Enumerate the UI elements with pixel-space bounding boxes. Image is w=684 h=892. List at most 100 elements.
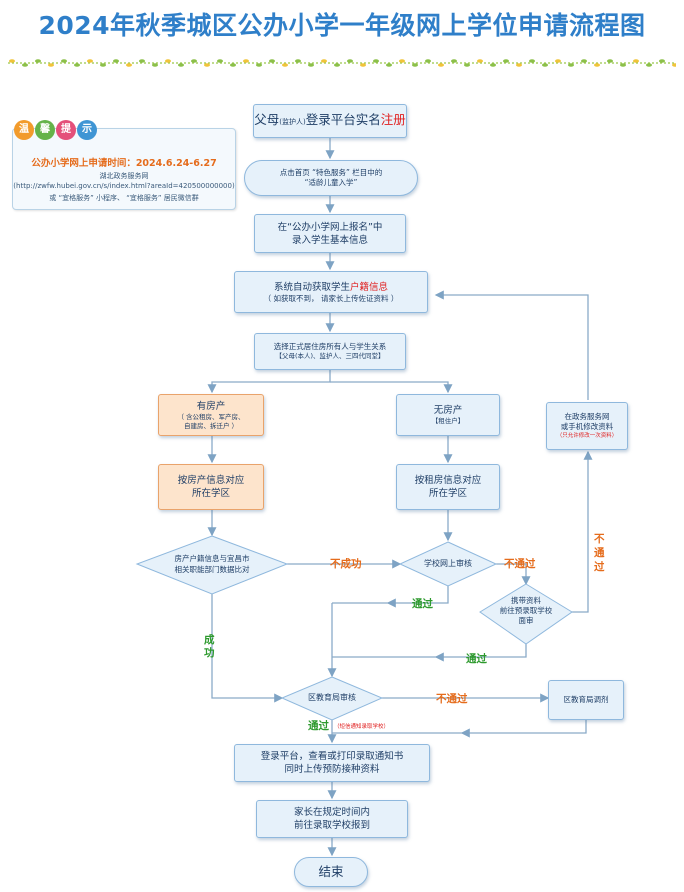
vine-leaf xyxy=(633,59,639,63)
vine-leaf xyxy=(594,63,600,67)
register-mid: 登录平台实名 xyxy=(305,112,381,127)
print-box: 登录平台，查看或打印录取通知书 同时上传预防接种资料 xyxy=(234,744,430,782)
edge-success-1: 成 xyxy=(204,634,215,646)
vine-leaf xyxy=(243,59,249,63)
edge-reject-modify: 不 通 过 xyxy=(594,532,605,574)
vine-leaf xyxy=(22,63,28,67)
bureau-review-label: 区教育局审核 xyxy=(308,693,356,702)
arrow-modify-auto xyxy=(434,290,589,400)
bureau-review-diamond xyxy=(280,676,384,721)
interview-line-3: 面审 xyxy=(518,616,534,625)
vine-leaf xyxy=(360,63,366,67)
vine-leaf xyxy=(607,59,613,63)
vine-leaf xyxy=(269,59,275,63)
register-small: (监护人) xyxy=(279,118,306,126)
edge-pass-bureau: 通过 xyxy=(308,720,329,732)
vine-leaf xyxy=(256,63,262,67)
arrow-school-pass xyxy=(386,586,449,608)
vine-leaf xyxy=(334,63,340,67)
house-line-1: （ 含公租房、军产房、 xyxy=(177,412,245,421)
vine-leaf xyxy=(490,63,496,67)
auto-red: 户籍信息 xyxy=(350,281,389,293)
report-line-1: 家长在规定时间内 xyxy=(293,807,370,818)
match-rent-line-1: 按租房信息对应 xyxy=(414,475,482,486)
vine-leaf xyxy=(321,59,327,63)
modify-line-1: 在政务服务网 xyxy=(564,411,610,421)
page-title: 2024年秋季城区公办小学一年级网上学位申请流程图 xyxy=(38,11,646,40)
vine-leaf xyxy=(48,63,54,67)
vine-leaf xyxy=(308,63,314,67)
tip-line-2: (http://zwfw.hubei.gov.cn/s/index.html?a… xyxy=(13,182,235,190)
school-review-label: 学校网上审核 xyxy=(424,559,472,568)
vine-leaf xyxy=(282,63,288,67)
vine-leaf xyxy=(204,63,210,67)
auto-line-2: （ 如获取不到， 请家长上传佐证资料 ） xyxy=(263,293,399,303)
tip-box: 公办小学网上申请时间：2024.6.24-6.27 湖北政务服务网 (http:… xyxy=(12,128,236,210)
vine-leaf xyxy=(100,63,106,67)
enter-line-1: 在“公办小学网上报名”中 xyxy=(277,221,383,233)
select-line-2: 【父母(本人)、监护人、三四代同堂】 xyxy=(275,352,385,360)
register-red: 注册 xyxy=(380,112,406,127)
edge-reject-school: 不通过 xyxy=(504,558,536,570)
enter-line-2: 录入学生基本信息 xyxy=(291,234,368,246)
vine-leaf xyxy=(464,63,470,67)
nohouse-title: 无房产 xyxy=(433,405,463,416)
register-box: 父母(监护人)登录平台实名注册 xyxy=(253,104,407,138)
nohouse-line-1: 【租住户】 xyxy=(431,417,465,425)
vine-leaf xyxy=(217,59,223,63)
vine-leaf xyxy=(581,59,587,63)
arrow-select-nohouse xyxy=(330,381,453,394)
vine-leaf xyxy=(178,63,184,67)
vine-leaf xyxy=(295,59,301,63)
interview-line-1: 携带资料 xyxy=(511,596,541,605)
edge-reject-bureau: 不通过 xyxy=(436,693,468,705)
edge-fail: 不成功 xyxy=(330,558,362,570)
bureau-adjust-line-1: 区教育局调剂 xyxy=(563,695,609,704)
print-line-2: 同时上传预防接种资料 xyxy=(284,764,380,775)
vine-leaf xyxy=(373,59,379,63)
edge-reject-modify-3: 过 xyxy=(594,561,605,573)
vine-leaf xyxy=(503,59,509,63)
report-box: 家长在规定时间内 前往录取学校报到 xyxy=(256,800,408,838)
tip-badge: 示 xyxy=(77,120,97,140)
end-box: 结束 xyxy=(294,857,368,887)
arrow-school-reject xyxy=(496,563,531,586)
tip-time: 公办小学网上申请时间：2024.6.24-6.27 xyxy=(31,158,217,169)
vine-leaf xyxy=(451,59,457,63)
school-review-diamond xyxy=(398,541,498,587)
vine-leaf xyxy=(139,59,145,63)
vine-leaf xyxy=(555,59,561,63)
vine-leaf xyxy=(620,63,626,67)
vine-leaf xyxy=(659,59,665,63)
house-title: 有房产 xyxy=(196,400,226,412)
vine-leaf xyxy=(191,59,197,63)
vine-leaf xyxy=(87,59,93,63)
vine-leaf xyxy=(438,63,444,67)
vine-leaf xyxy=(477,59,483,63)
edge-pass-interview: 通过 xyxy=(466,653,487,665)
vine-leaf xyxy=(9,59,15,63)
tip-line-1: 湖北政务服务网 xyxy=(99,172,149,180)
vine-leaf xyxy=(529,59,535,63)
tip-badge: 温 xyxy=(14,120,34,140)
enter-box: 在“公办小学网上报名”中 录入学生基本信息 xyxy=(254,214,406,253)
arrow-compare-success xyxy=(211,594,284,703)
print-line-1: 登录平台，查看或打印录取通知书 xyxy=(260,751,404,762)
match-house-box: 按房产信息对应 所在学区 xyxy=(158,464,264,510)
compare-label: 房产户籍信息与宜昌市 相关职能部门数据比对 xyxy=(146,553,278,575)
house-line-2: 自建房、拆迁户 ） xyxy=(183,421,239,430)
match-house-line-1: 按房产信息对应 xyxy=(177,475,245,486)
vine-leaf xyxy=(386,63,392,67)
register-pre: 父母 xyxy=(254,112,280,127)
modify-line-2: 或手机修改资料 xyxy=(560,421,614,431)
bureau-adjust-box: 区教育局调剂 xyxy=(548,680,624,720)
tip-badge: 提 xyxy=(56,120,76,140)
match-rent-box: 按租房信息对应 所在学区 xyxy=(396,464,500,510)
home-box: 点击首页 “特色服务” 栏目中的 “适龄儿童入学” xyxy=(244,160,418,196)
vine-leaf xyxy=(516,63,522,67)
vine-leaf xyxy=(672,63,676,67)
select-box: 选择正式居住房所有人与学生关系 【父母(本人)、监护人、三四代同堂】 xyxy=(254,333,406,370)
vine-leaf xyxy=(646,63,652,67)
vine-leaf xyxy=(113,59,119,63)
